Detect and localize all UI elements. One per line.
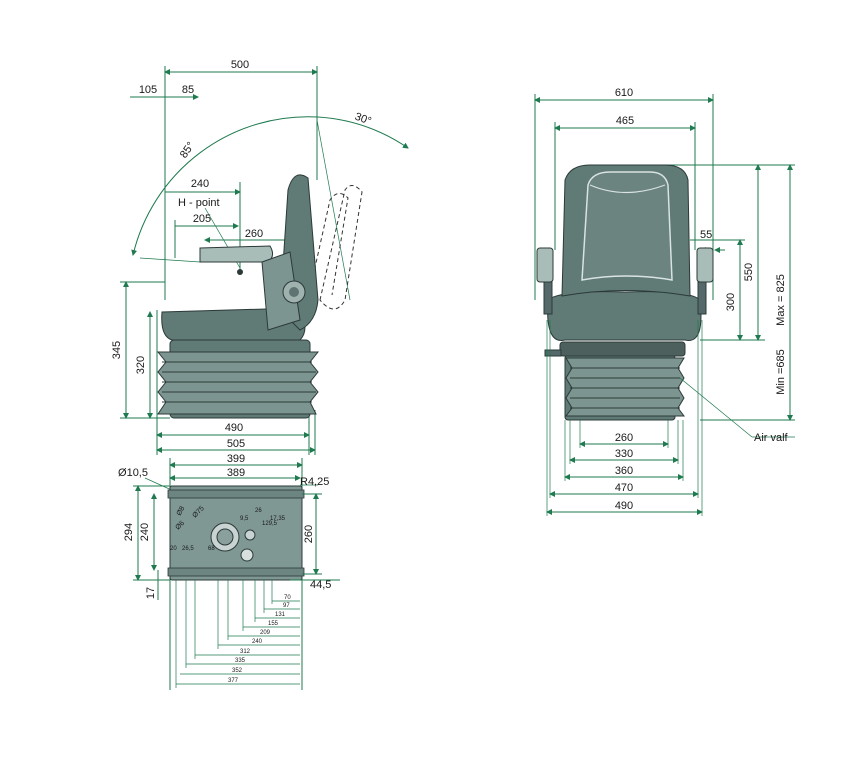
base-dim-155: 155 bbox=[268, 621, 279, 627]
dim-260-base: 260 bbox=[303, 525, 315, 543]
base-dim-209: 209 bbox=[260, 630, 271, 636]
base-dim-70: 70 bbox=[284, 595, 291, 601]
plate-dim-3: 20 bbox=[170, 546, 177, 552]
plate-dim-6: 9,5 bbox=[240, 516, 249, 522]
dim-55: 55 bbox=[700, 229, 712, 241]
dim-min-685: Min =685 bbox=[775, 349, 787, 395]
front-dim-260: 260 bbox=[615, 432, 633, 444]
front-seat-cushion bbox=[547, 291, 702, 341]
angle-30: 30° bbox=[353, 111, 373, 128]
plate-dim-0: Ø8 bbox=[176, 505, 187, 517]
front-dim-330: 330 bbox=[615, 448, 633, 460]
dim-max-825: Max = 825 bbox=[775, 274, 787, 326]
front-dim-490: 490 bbox=[615, 500, 633, 512]
right-armrest bbox=[696, 247, 714, 283]
dim-17: 17 bbox=[145, 587, 157, 599]
left-armrest bbox=[536, 247, 554, 283]
base-dim-131: 131 bbox=[275, 612, 286, 618]
dim-240-base: 240 bbox=[139, 523, 151, 541]
h-point-label: H - point bbox=[178, 197, 220, 209]
plate-dim-2: Ø6 bbox=[174, 520, 186, 532]
base-view: Ø10,5 399 389 R4,25 294 240 17 260 44,5 … bbox=[118, 453, 340, 690]
h-point-marker bbox=[237, 269, 243, 275]
dim-205: 205 bbox=[193, 213, 211, 225]
dim-320: 320 bbox=[135, 356, 147, 374]
base-dim-352: 352 bbox=[232, 668, 243, 674]
dim-550: 550 bbox=[743, 263, 755, 281]
front-view: 610 465 55 550 300 Max = 825 Min =685 Ai… bbox=[534, 87, 795, 516]
dim-105: 105 bbox=[139, 84, 157, 96]
dim-500: 500 bbox=[231, 59, 249, 71]
base-dim-97: 97 bbox=[283, 603, 290, 609]
dim-490: 490 bbox=[225, 422, 243, 434]
dim-294: 294 bbox=[123, 523, 135, 541]
dim-505: 505 bbox=[227, 438, 245, 450]
bellows bbox=[156, 351, 320, 415]
front-dim-470: 470 bbox=[615, 482, 633, 494]
base-dim-377: 377 bbox=[228, 678, 239, 684]
dim-d10-5: Ø10,5 bbox=[118, 467, 148, 479]
plate-dim-7: 26 bbox=[255, 508, 262, 514]
dim-44-5: 44,5 bbox=[310, 579, 331, 591]
dim-r4-25: R4,25 bbox=[300, 476, 329, 488]
dim-399: 399 bbox=[227, 453, 245, 465]
base-dim-335: 335 bbox=[235, 658, 246, 664]
plate-dim-9: 129,5 bbox=[262, 521, 278, 527]
base-dim-312: 312 bbox=[240, 649, 251, 655]
side-view: 500 105 85 85° 30° 240 H - point 205 260… bbox=[111, 59, 409, 455]
dim-240: 240 bbox=[191, 178, 209, 190]
dim-465: 465 bbox=[616, 115, 634, 127]
plate-dim-8: 17,35 bbox=[270, 516, 286, 522]
air-valve-callout: Air valf bbox=[754, 432, 789, 444]
armrest bbox=[199, 245, 274, 263]
base-bottom-dims bbox=[175, 580, 300, 688]
front-dim-360: 360 bbox=[615, 465, 633, 477]
air-valve-lever bbox=[544, 349, 562, 357]
plate-dim-4: 26,5 bbox=[182, 546, 194, 552]
dim-85: 85 bbox=[182, 84, 194, 96]
dim-610: 610 bbox=[615, 87, 633, 99]
dim-389: 389 bbox=[227, 467, 245, 479]
dim-345: 345 bbox=[111, 341, 123, 359]
base-dim-240: 240 bbox=[252, 639, 263, 645]
plate-dim-5: 68 bbox=[208, 546, 215, 552]
dim-260: 260 bbox=[245, 228, 263, 240]
dim-300: 300 bbox=[725, 293, 737, 311]
front-bellows bbox=[565, 357, 685, 417]
